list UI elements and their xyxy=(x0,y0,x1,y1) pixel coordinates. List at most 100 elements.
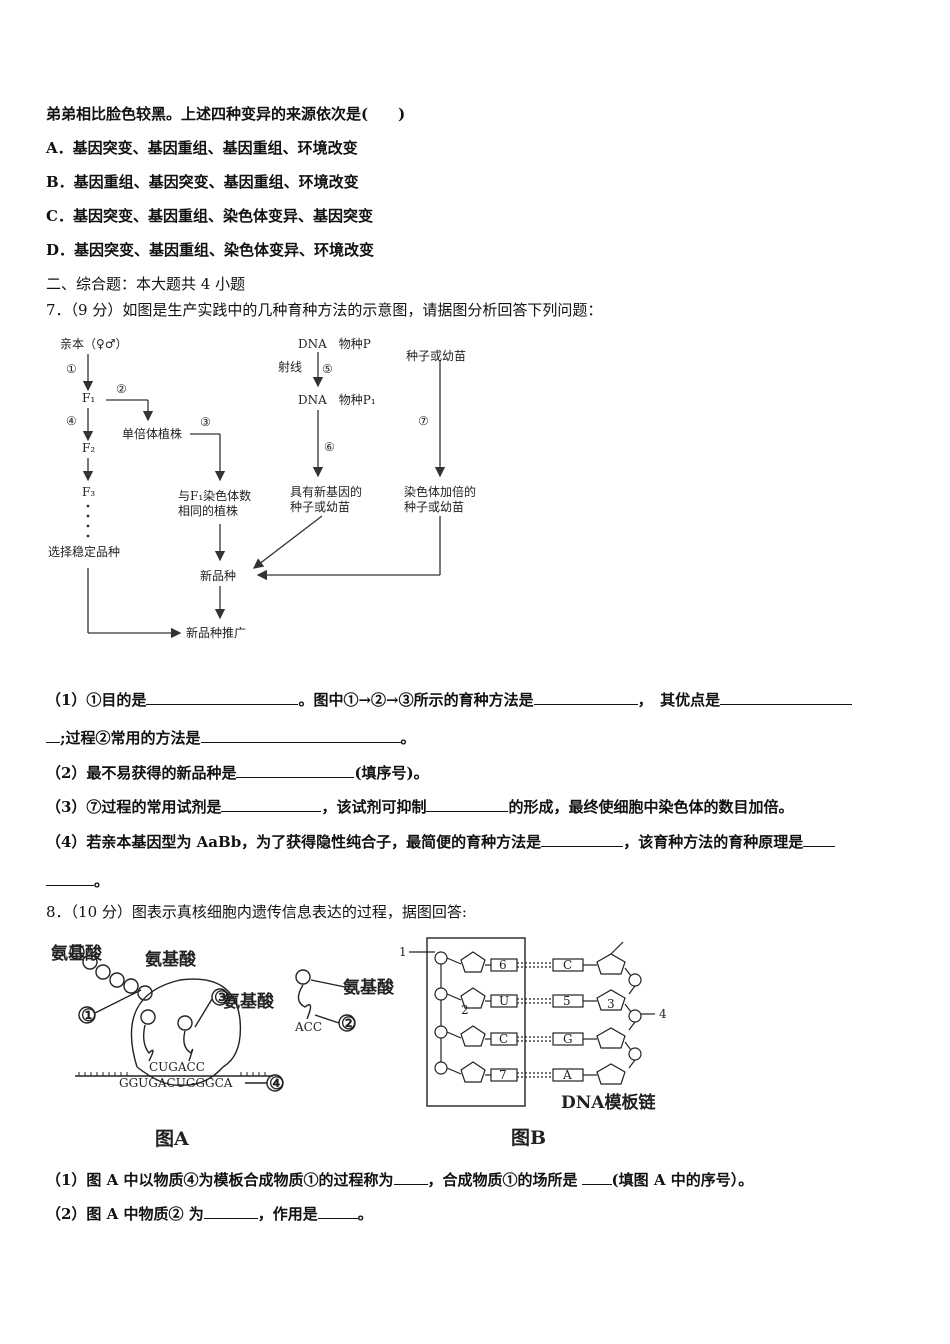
answer-blank[interactable] xyxy=(200,729,401,743)
q7-part-2: （2）最不易获得的新品种是 (填序号)。 xyxy=(46,762,429,783)
step-1-label: ① xyxy=(66,362,77,376)
q7-1-text-e: 。 xyxy=(400,729,416,747)
base-5: 5 xyxy=(563,994,571,1008)
same-chromosome-label-b: 相同的植株 xyxy=(178,503,238,518)
q6-option-a: A．基因突变、基因重组、基因重组、环境改变 xyxy=(46,139,358,157)
template-strand-label: DNA模板链 xyxy=(561,1092,656,1113)
doubled-label-b: 种子或幼苗 xyxy=(404,500,464,514)
q7-2-text-a: （2）最不易获得的新品种是 xyxy=(46,764,237,782)
q7-1-text-a: （1）①目的是 xyxy=(46,691,147,709)
base-c: C xyxy=(499,1032,508,1046)
q8-part-1: （1）图 A 中以物质④为模板合成物质①的过程称为 ，合成物质①的场所是 (填图 A… xyxy=(46,1169,753,1190)
q8-2-text-a: （2）图 A 中物质② 为 xyxy=(46,1205,204,1223)
select-stable-label: 选择稳定品种 xyxy=(48,544,120,559)
amino-acid-label: 氨基酸 xyxy=(145,949,197,970)
answer-blank[interactable] xyxy=(203,1205,258,1219)
answer-blank[interactable] xyxy=(426,798,509,812)
figure-b-pairing: 1 2 3 4 6 U C 7 C 5 G A DNA模板链 图B xyxy=(399,937,667,1149)
dna-p1-label: DNA 物种P₁ xyxy=(298,393,376,407)
amino-acid-label: 氨基酸 xyxy=(51,943,103,964)
q8-1-text-c: (填图 A 中的序号）。 xyxy=(611,1171,754,1189)
label-3: 3 xyxy=(607,997,615,1011)
q7-part-1: （1）①目的是 。图中①→②→③所示的育种方法是 ， 其优点是 xyxy=(46,689,853,710)
answer-blank[interactable] xyxy=(803,833,836,847)
answer-blank[interactable] xyxy=(541,833,624,847)
figure-a-caption: 图A xyxy=(155,1128,189,1150)
base-g: G xyxy=(563,1032,573,1046)
f3-label: F₃ xyxy=(82,485,95,499)
q7-part-3: （3）⑦过程的常用试剂是 ，该试剂可抑制 的形成，最终使细胞中染色体的数目加倍。 xyxy=(46,796,793,817)
label-3: ③ xyxy=(214,988,229,1008)
q8-2-text-b: ，作用是 xyxy=(257,1205,318,1223)
q6-option-d: D．基因突变、基因重组、染色体变异、环境改变 xyxy=(46,241,375,259)
q7-1-text-c: ， 其优点是 xyxy=(637,691,721,709)
amino-acid-label: 氨基酸 xyxy=(343,977,395,998)
base-c: C xyxy=(563,958,572,972)
step-6-label: ⑥ xyxy=(324,440,335,454)
q7-part-4-cont: 。 xyxy=(46,870,109,891)
q8-1-text-b: ，合成物质①的场所是 xyxy=(427,1171,578,1189)
doubled-label-a: 染色体加倍的 xyxy=(404,484,476,499)
figure-a-translation: 氨基酸 氨基酸 氨基酸 氨基酸 ① ③ ② ④ CUGACC GGUGACUGG… xyxy=(51,943,395,1150)
q8-stem: 8．（10 分）图表示真核细胞内遗传信息表达的过程，据图回答: xyxy=(46,903,467,921)
q8-1-text-a: （1）图 A 中以物质④为模板合成物质①的过程称为 xyxy=(46,1171,394,1189)
amino-acid-label: 氨基酸 xyxy=(223,991,275,1012)
step-7-label: ⑦ xyxy=(418,414,429,428)
section-heading: 二、综合题：本大题共 4 小题 xyxy=(46,275,246,293)
mrna-sequence: GGUGACUGGGCA xyxy=(119,1076,233,1090)
q8-2-text-c: 。 xyxy=(357,1205,373,1223)
answer-blank[interactable] xyxy=(221,798,322,812)
q6-option-c: C．基因突变、基因重组、染色体变异、基因突变 xyxy=(46,207,373,225)
answer-blank[interactable] xyxy=(720,691,853,705)
answer-blank[interactable] xyxy=(46,872,94,886)
step-5-label: ⑤ xyxy=(322,362,333,376)
q6-stem-tail: 弟弟相比脸色较黑。上述四种变异的来源依次是( ) xyxy=(46,105,406,123)
step-2-label: ② xyxy=(116,382,127,396)
q7-4-text-b: ，该育种方法的育种原理是 xyxy=(623,833,804,851)
parent-label: 亲本（♀♂） xyxy=(60,337,128,351)
label-4: ④ xyxy=(269,1074,284,1094)
answer-blank[interactable] xyxy=(46,729,60,743)
q7-3-text-c: 的形成，最终使细胞中染色体的数目加倍。 xyxy=(508,798,794,816)
q8-part-2: （2）图 A 中物质② 为 ，作用是 。 xyxy=(46,1203,373,1224)
f1-label: F₁ xyxy=(82,391,95,405)
base-u: U xyxy=(499,994,509,1008)
label-2: 2 xyxy=(461,1003,469,1017)
same-chromosome-label-a: 与F₁染色体数 xyxy=(178,488,251,503)
haploid-label: 单倍体植株 xyxy=(122,426,182,441)
q7-2-text-b: (填序号)。 xyxy=(354,764,429,782)
step-3-label: ③ xyxy=(200,415,211,429)
ray-label: 射线 xyxy=(278,359,302,374)
base-a: A xyxy=(562,1068,572,1082)
label-4: 4 xyxy=(659,1007,667,1021)
answer-blank[interactable] xyxy=(146,691,299,705)
q7-1-text-b: 。图中①→②→③所示的育种方法是 xyxy=(298,691,534,709)
base-6: 6 xyxy=(499,958,507,972)
answer-blank[interactable] xyxy=(236,764,355,778)
new-gene-label-b: 种子或幼苗 xyxy=(290,500,350,514)
q7-part-1-cont: ;过程②常用的方法是 。 xyxy=(46,727,416,748)
q7-3-text-b: ，该试剂可抑制 xyxy=(321,798,427,816)
q7-4-text-c: 。 xyxy=(94,872,110,890)
label-2: ② xyxy=(341,1014,356,1034)
breeding-diagram: 亲本（♀♂） ① ② F₁ ④ 单倍体植株 ③ F₂ F₃ 与F₁染色体数 相同… xyxy=(48,337,476,640)
step-4-label: ④ xyxy=(66,414,77,428)
q7-part-4: （4）若亲本基因型为 AaBb，为了获得隐性纯合子，最简便的育种方法是，该育种方… xyxy=(46,831,836,852)
answer-blank[interactable] xyxy=(581,1171,612,1185)
answer-blank[interactable] xyxy=(393,1171,428,1185)
q7-3-text-a: （3）⑦过程的常用试剂是 xyxy=(46,798,222,816)
acc-text: ACC xyxy=(294,1020,322,1034)
seed-label: 种子或幼苗 xyxy=(406,349,466,363)
base-7: 7 xyxy=(499,1068,507,1082)
answer-blank[interactable] xyxy=(317,1205,358,1219)
figure-b-caption: 图B xyxy=(511,1127,546,1149)
q7-stem: 7．（9 分）如图是生产实践中的几种育种方法的示意图，请据图分析回答下列问题： xyxy=(46,301,603,319)
f2-label: F₂ xyxy=(82,441,95,455)
q7-1-text-d: ;过程②常用的方法是 xyxy=(60,729,201,747)
answer-blank[interactable] xyxy=(533,691,638,705)
dna-p-label: DNA 物种P xyxy=(298,337,371,351)
label-1: ① xyxy=(81,1006,96,1026)
new-gene-label-a: 具有新基因的 xyxy=(290,484,362,499)
new-variety-label: 新品种 xyxy=(200,568,236,583)
label-1: 1 xyxy=(399,945,407,959)
